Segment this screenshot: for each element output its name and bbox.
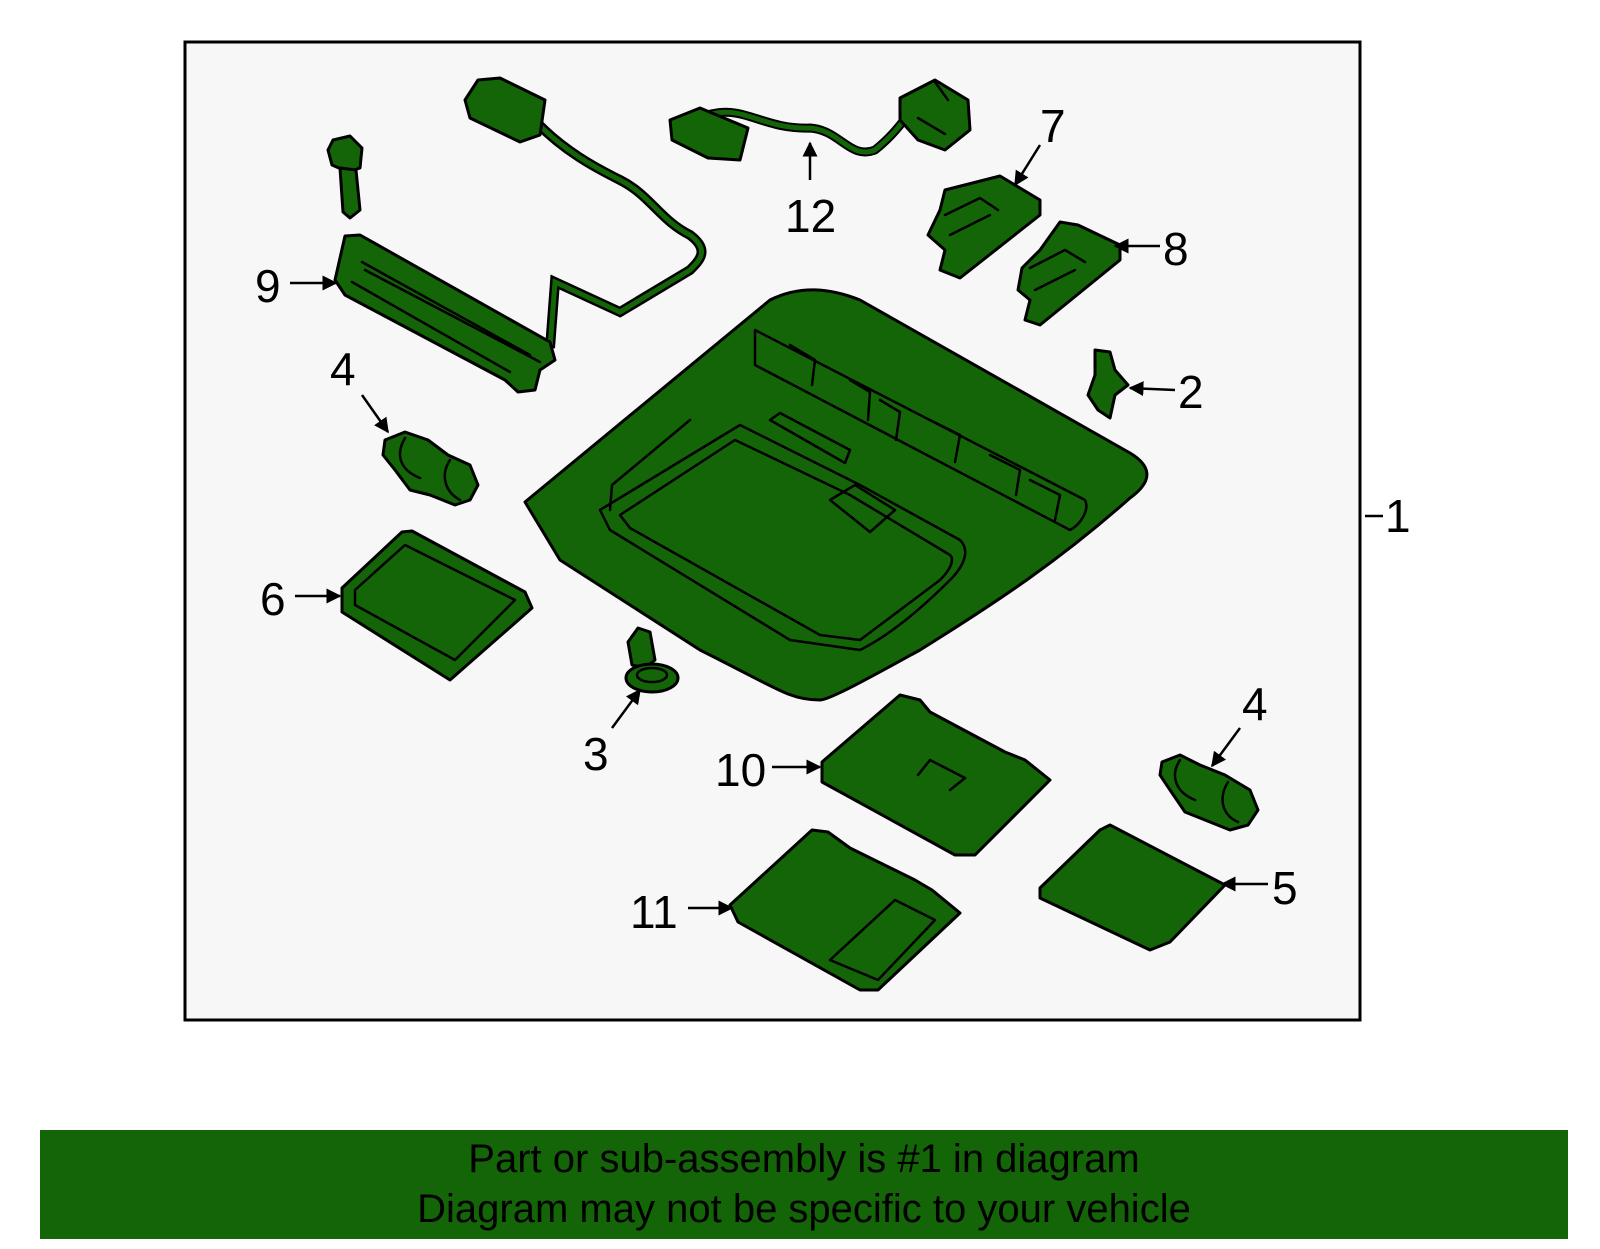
callout-leaders — [290, 141, 1383, 916]
callout-11: 11 — [630, 886, 678, 938]
part-6-lens[interactable] — [340, 529, 534, 682]
part-1-overhead-console[interactable] — [523, 288, 1149, 702]
callout-10: 10 — [715, 744, 766, 796]
part-11-cover[interactable] — [728, 828, 962, 992]
part-bolt-upper[interactable] — [326, 134, 364, 220]
banner-line-1: Part or sub-assembly is #1 in diagram — [468, 1137, 1140, 1181]
part-5-lens[interactable] — [1038, 823, 1227, 952]
callout-2: 2 — [1178, 366, 1204, 418]
callout-8: 8 — [1163, 223, 1189, 275]
callout-4-upper: 4 — [330, 343, 356, 395]
part-4-bulb-upper[interactable] — [381, 430, 480, 507]
part-9-harness-cable — [463, 76, 707, 349]
part-3-screw[interactable] — [624, 626, 680, 694]
part-9-lamp-housing[interactable] — [333, 233, 557, 394]
banner-line-2: Diagram may not be specific to your vehi… — [417, 1187, 1191, 1231]
part-8-bracket[interactable] — [1016, 220, 1122, 327]
callout-6: 6 — [260, 573, 286, 625]
callout-1: 1 — [1385, 490, 1411, 542]
callout-12: 12 — [785, 190, 836, 242]
callout-9: 9 — [255, 260, 281, 312]
callout-4-lower: 4 — [1242, 678, 1268, 730]
part-4-bulb-lower[interactable] — [1158, 753, 1260, 832]
callout-3: 3 — [583, 728, 609, 780]
disclaimer-banner: Part or sub-assembly is #1 in diagram Di… — [40, 1130, 1568, 1239]
callout-7: 7 — [1040, 100, 1066, 152]
part-7-bracket[interactable] — [926, 174, 1042, 280]
part-12-wiring-harness[interactable] — [668, 78, 972, 162]
part-10-cover[interactable] — [820, 693, 1052, 857]
callout-5: 5 — [1272, 862, 1298, 914]
part-2-clip[interactable] — [1086, 348, 1130, 420]
